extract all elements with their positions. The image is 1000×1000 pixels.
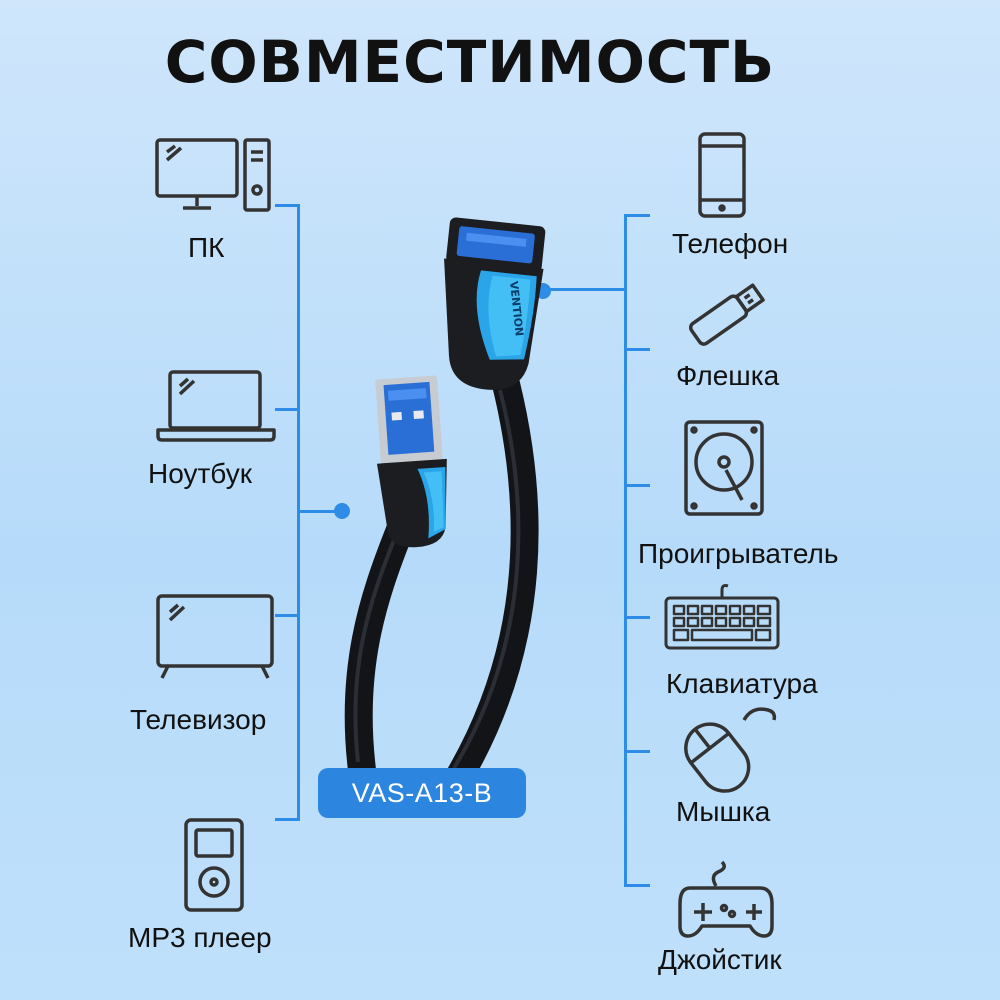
- left-connector-line: [297, 510, 337, 513]
- device-label-keyboard: Клавиатура: [666, 668, 818, 699]
- left-branch-pc: [275, 204, 300, 207]
- right-branch-mouse: [624, 750, 650, 753]
- laptop-icon: [156, 370, 276, 442]
- device-label-flash: Флешка: [676, 360, 780, 391]
- device-label-gamepad: Джойстик: [658, 944, 782, 975]
- page-title: СОВМЕСТИМОСТЬ: [164, 28, 776, 96]
- right-connector-line: [550, 288, 626, 291]
- usb-extension-cable: VENTION: [330, 200, 570, 789]
- device-label-pc: ПК: [188, 232, 225, 263]
- left-branch-mp3: [275, 818, 300, 821]
- mouse-icon: [672, 704, 782, 794]
- gamepad-icon: [676, 860, 776, 942]
- right-trunk-line: [624, 214, 627, 886]
- keyboard-icon: [664, 582, 780, 650]
- right-branch-gamepad: [624, 884, 650, 887]
- tv-icon: [156, 594, 276, 680]
- left-connector-dot: [334, 503, 350, 519]
- device-label-tv: Телевизор: [130, 704, 267, 735]
- right-branch-phone: [624, 214, 650, 217]
- device-label-mp3: MP3 плеер: [128, 922, 272, 953]
- left-branch-tv: [275, 614, 300, 617]
- brand-logo: VENTION: [507, 280, 526, 336]
- device-label-mouse: Мышка: [676, 796, 771, 827]
- device-label-laptop: Ноутбук: [148, 458, 252, 489]
- model-badge: VAS-A13-B: [318, 768, 526, 818]
- right-branch-keyboard: [624, 616, 650, 619]
- hard-drive-icon: [684, 420, 764, 516]
- device-label-drive: Проигрыватель: [638, 538, 839, 569]
- pc-icon: [155, 138, 275, 218]
- usb-flash-icon: [682, 278, 772, 348]
- right-branch-drive: [624, 484, 650, 487]
- mp3-player-icon: [184, 818, 246, 914]
- device-label-phone: Телефон: [672, 228, 789, 259]
- phone-icon: [698, 132, 748, 220]
- right-branch-flash: [624, 348, 650, 351]
- left-branch-laptop: [275, 408, 300, 411]
